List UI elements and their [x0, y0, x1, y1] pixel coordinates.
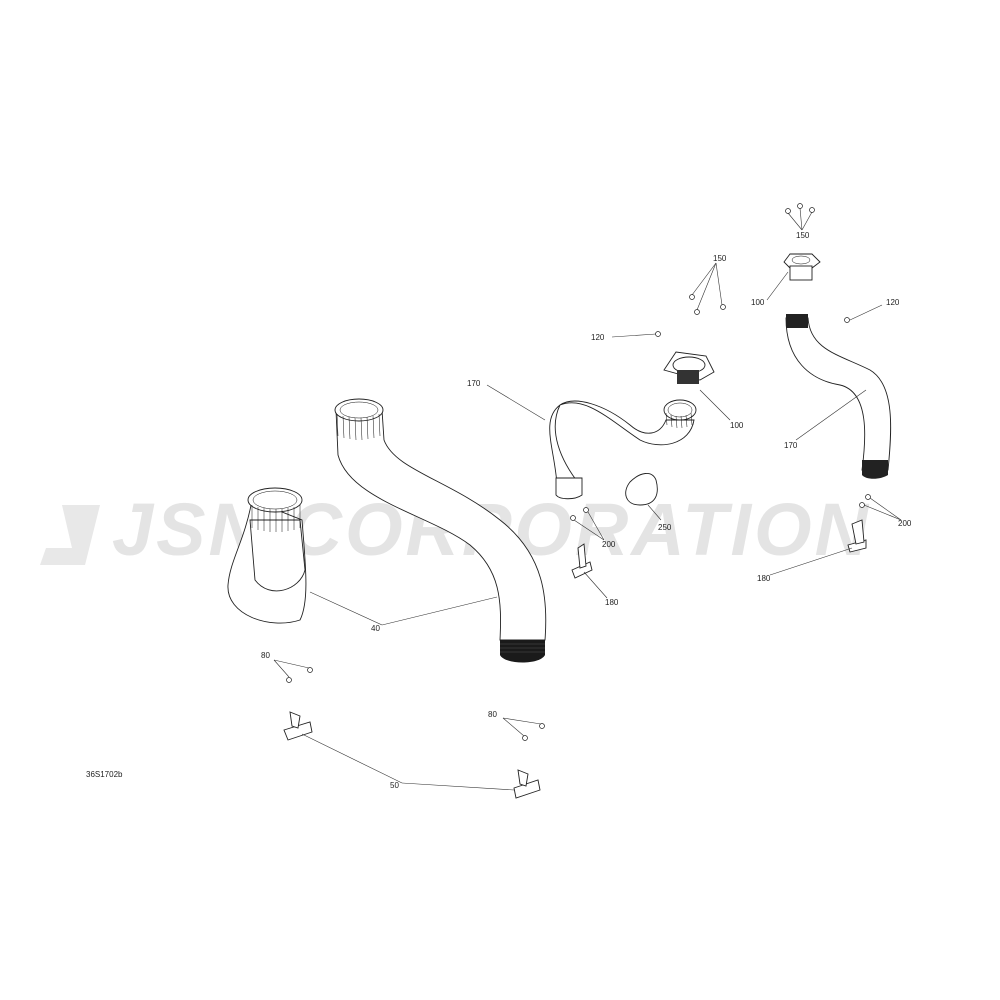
nut-80-right-a [522, 735, 528, 741]
nut-80-right-b [539, 723, 545, 729]
nut-200-left-b [583, 507, 589, 513]
screw-150-top-a [785, 208, 791, 214]
screw-120-right [844, 317, 850, 323]
callout-100-mid: 100 [730, 421, 744, 430]
part-100-fitting-top [783, 253, 821, 281]
screw-150-mid-c [720, 304, 726, 310]
leader-lines [273, 207, 902, 791]
part-170-hose-right [785, 314, 892, 479]
nut-200-right-b [865, 494, 871, 500]
part-100-fitting-mid [663, 351, 715, 384]
part-180-bracket-right [847, 519, 867, 553]
callout-170-right: 170 [784, 441, 798, 450]
part-250-gasket [625, 473, 658, 506]
nut-80-left-b [307, 667, 313, 673]
nut-80-left-a [286, 677, 292, 683]
nut-200-right-a [859, 502, 865, 508]
screw-120-left [655, 331, 661, 337]
callout-80-right: 80 [488, 710, 497, 719]
watermark-logo-mark [40, 505, 100, 565]
callout-100-top: 100 [751, 298, 765, 307]
part-50-clamp-left [283, 711, 313, 741]
callout-180-right: 180 [757, 574, 771, 583]
drawing-code: 36S1702b [86, 770, 123, 779]
screw-150-mid-a [689, 294, 695, 300]
screw-150-top-c [809, 207, 815, 213]
callout-180-left: 180 [605, 598, 619, 607]
callout-170-left: 170 [467, 379, 481, 388]
callout-250: 250 [658, 523, 672, 532]
callout-150-top: 150 [796, 231, 810, 240]
callout-labels: 150 150 100 120 120 170 100 170 200 250 … [86, 231, 912, 790]
callout-120-right: 120 [886, 298, 900, 307]
fastener-group [286, 203, 871, 741]
part-180-bracket-left [571, 543, 593, 579]
callout-120-left: 120 [591, 333, 605, 342]
screw-150-top-b [797, 203, 803, 209]
part-50-clamp-right [513, 769, 541, 799]
callout-40: 40 [371, 624, 380, 633]
part-40-hose-assembly [227, 398, 547, 663]
callout-150-mid: 150 [713, 254, 727, 263]
part-170-hose-left [549, 399, 697, 500]
callout-200-right: 200 [898, 519, 912, 528]
screw-150-mid-b [694, 309, 700, 315]
callout-50: 50 [390, 781, 399, 790]
nut-200-left-a [570, 515, 576, 521]
callout-80-left: 80 [261, 651, 270, 660]
callout-200-left: 200 [602, 540, 616, 549]
